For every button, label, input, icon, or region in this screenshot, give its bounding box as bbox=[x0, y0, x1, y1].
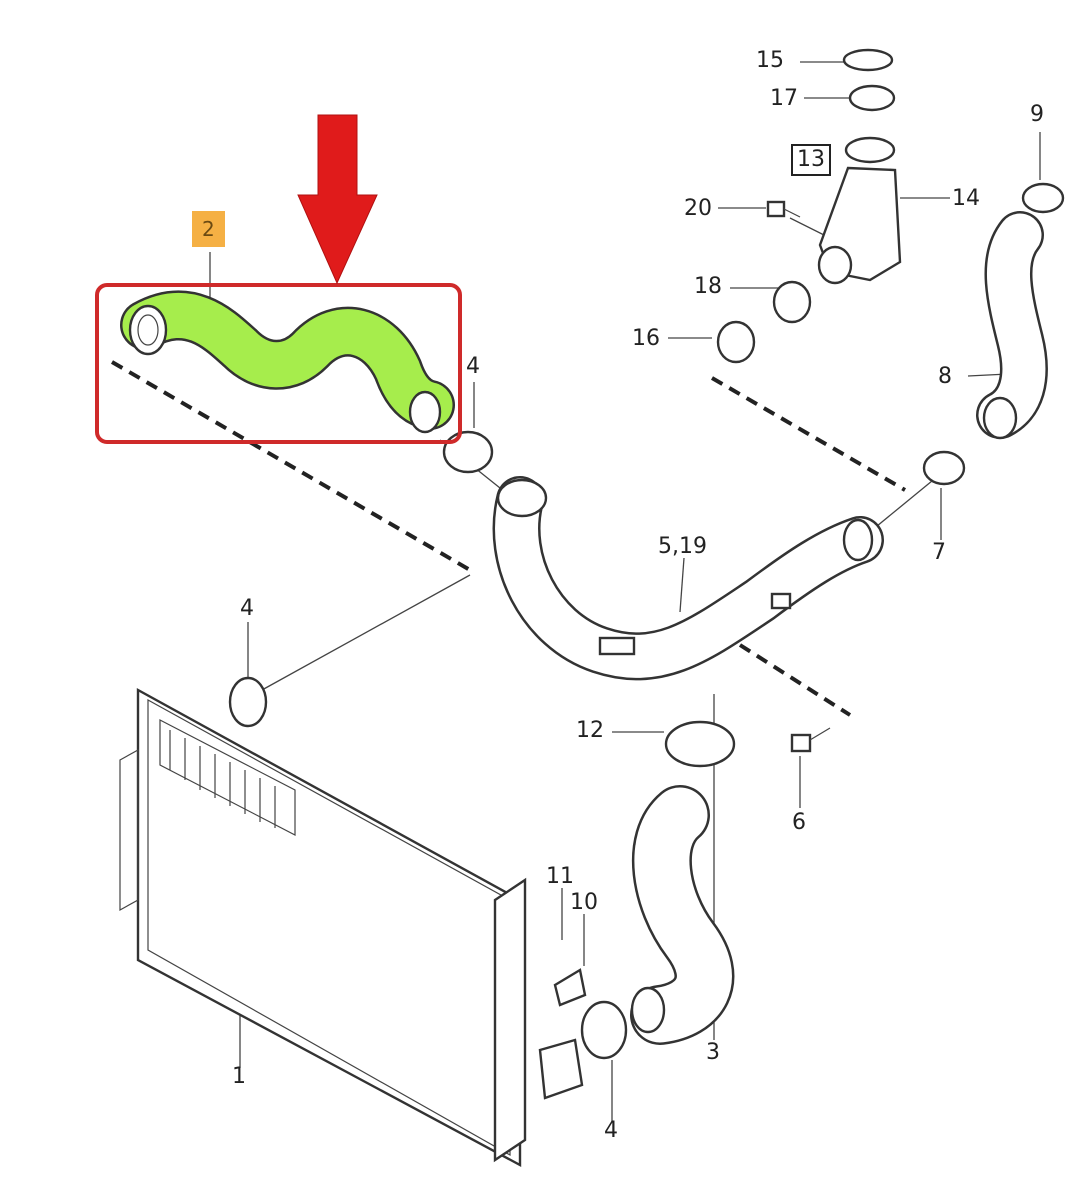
clamp-part-12 bbox=[664, 720, 736, 768]
assembly-line-hose-2 bbox=[110, 360, 472, 572]
intercooler-part-1 bbox=[119, 687, 584, 1168]
turbo-elbow-part-14 bbox=[817, 136, 902, 285]
highlight-frame bbox=[95, 283, 462, 444]
red-arrow-icon bbox=[297, 114, 378, 285]
clamp-part-16 bbox=[716, 320, 756, 364]
hose-part-8 bbox=[976, 211, 1048, 440]
callout-13: 13 bbox=[791, 144, 831, 176]
clamp-part-15 bbox=[842, 48, 894, 72]
callout-1: 1 bbox=[232, 1064, 246, 1089]
clamp-part-4-bottom bbox=[580, 1000, 628, 1060]
callout-3: 3 bbox=[706, 1040, 720, 1065]
callout-5-19: 5,19 bbox=[658, 534, 707, 559]
callout-15: 15 bbox=[756, 48, 784, 73]
callout-4-bottom: 4 bbox=[604, 1118, 618, 1143]
callout-17: 17 bbox=[770, 86, 798, 111]
lower-hose-part-3 bbox=[630, 785, 735, 1045]
charge-pipe-part-5-19 bbox=[492, 476, 884, 681]
callout-12: 12 bbox=[576, 718, 604, 743]
ring-part-17 bbox=[848, 84, 896, 112]
callout-4-mid: 4 bbox=[240, 596, 254, 621]
clamp-part-4-mid bbox=[228, 676, 268, 728]
callout-8: 8 bbox=[938, 364, 952, 389]
callout-7: 7 bbox=[932, 540, 946, 565]
assembly-line-turbo bbox=[710, 376, 907, 492]
callout-20: 20 bbox=[684, 196, 712, 221]
callout-16: 16 bbox=[632, 326, 660, 351]
callout-10: 10 bbox=[570, 890, 598, 915]
leader-4-mid-link bbox=[261, 574, 471, 691]
leader-5 bbox=[679, 557, 685, 613]
clamp-part-4-top bbox=[442, 430, 494, 474]
callout-4-top: 4 bbox=[466, 354, 480, 379]
callout-11: 11 bbox=[546, 864, 574, 889]
bolt-part-20 bbox=[766, 200, 801, 218]
callout-14: 14 bbox=[952, 186, 980, 211]
assembly-line-bolt-6 bbox=[738, 643, 852, 717]
callout-9: 9 bbox=[1030, 102, 1044, 127]
callout-18: 18 bbox=[694, 274, 722, 299]
ring-part-18 bbox=[772, 280, 812, 324]
clamp-part-7 bbox=[922, 450, 966, 486]
charge-hose-part-2 bbox=[120, 290, 455, 434]
callout-2: 2 bbox=[192, 211, 225, 247]
callout-6: 6 bbox=[792, 810, 806, 835]
clamp-part-9 bbox=[1021, 182, 1065, 214]
bolt-part-6 bbox=[790, 727, 831, 753]
bracket-part-10 bbox=[553, 968, 587, 1007]
